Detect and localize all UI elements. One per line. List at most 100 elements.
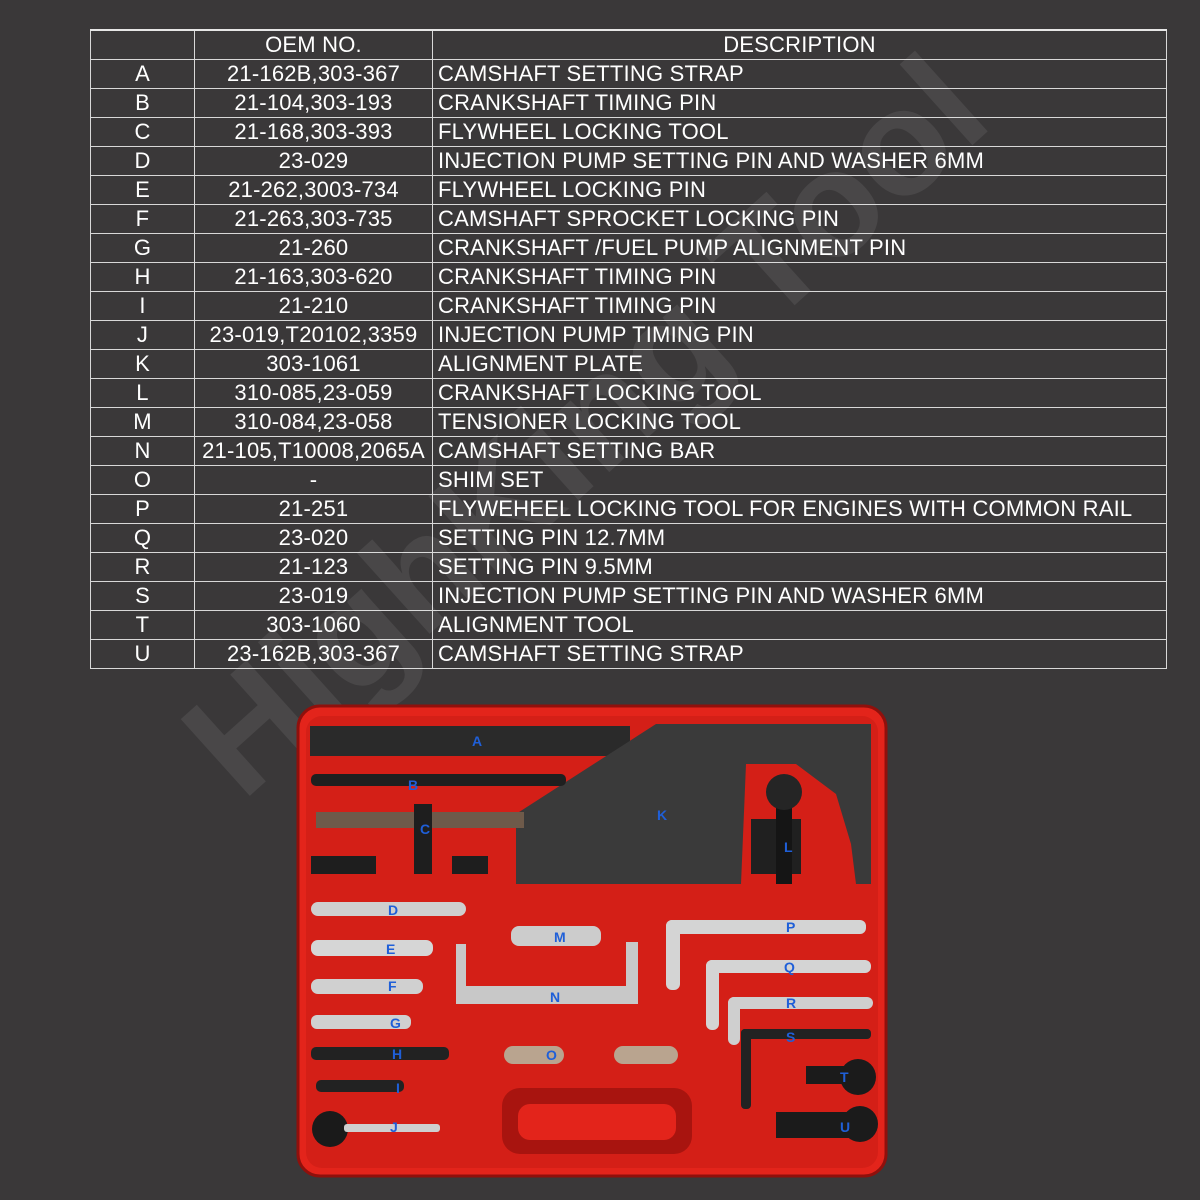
photo-label-u: U [840, 1119, 850, 1135]
cell-letter: M [90, 407, 195, 437]
cell-letter: E [90, 175, 195, 205]
photo-label-i: I [396, 1080, 400, 1096]
tool-a-shape [310, 726, 630, 756]
cell-description: SETTING PIN 12.7MM [432, 523, 1167, 553]
cell-description: CAMSHAFT SPROCKET LOCKING PIN [432, 204, 1167, 234]
cell-letter: C [90, 117, 195, 147]
cell-letter: T [90, 610, 195, 640]
cell-description: SETTING PIN 9.5MM [432, 552, 1167, 582]
cell-oem-no: 23-019 [194, 581, 433, 611]
cell-letter: G [90, 233, 195, 263]
cell-letter: P [90, 494, 195, 524]
cell-oem-no: 21-262,3003-734 [194, 175, 433, 205]
photo-label-s: S [786, 1029, 795, 1045]
cell-description: CRANKSHAFT TIMING PIN [432, 262, 1167, 292]
cell-oem-no: 310-085,23-059 [194, 378, 433, 408]
cell-oem-no: 303-1061 [194, 349, 433, 379]
photo-label-c: C [420, 821, 430, 837]
photo-label-t: T [840, 1069, 849, 1085]
cell-oem-no: 21-260 [194, 233, 433, 263]
cell-description: INJECTION PUMP SETTING PIN AND WASHER 6M… [432, 146, 1167, 176]
cell-letter: I [90, 291, 195, 321]
cell-letter: L [90, 378, 195, 408]
photo-label-k: K [657, 807, 667, 823]
cell-oem-no: 21-104,303-193 [194, 88, 433, 118]
cell-letter: N [90, 436, 195, 466]
cell-oem-no: 21-162B,303-367 [194, 59, 433, 89]
cell-letter: F [90, 204, 195, 234]
cell-description: CRANKSHAFT TIMING PIN [432, 88, 1167, 118]
table-header-row: OEM NO. DESCRIPTION [90, 29, 1167, 60]
cell-oem-no: 21-105,T10008,2065A [194, 436, 433, 466]
cell-letter: S [90, 581, 195, 611]
cell-description: FLYWHEEL LOCKING TOOL [432, 117, 1167, 147]
photo-label-j: J [390, 1119, 398, 1135]
photo-label-r: R [786, 995, 796, 1011]
cell-oem-no: 21-123 [194, 552, 433, 582]
cell-letter: A [90, 59, 195, 89]
cell-letter: Q [90, 523, 195, 553]
cell-oem-no: 303-1060 [194, 610, 433, 640]
tool-k-shape [516, 724, 871, 884]
cell-oem-no: 21-168,303-393 [194, 117, 433, 147]
cell-description: INJECTION PUMP TIMING PIN [432, 320, 1167, 350]
header-description: DESCRIPTION [432, 29, 1167, 60]
photo-label-g: G [390, 1015, 401, 1031]
photo-label-q: Q [784, 959, 795, 975]
cell-oem-no: 23-019,T20102,3359 [194, 320, 433, 350]
cell-description: CAMSHAFT SETTING BAR [432, 436, 1167, 466]
photo-label-e: E [386, 941, 395, 957]
cell-oem-no: - [194, 465, 433, 495]
cell-letter: U [90, 639, 195, 669]
cell-description: CRANKSHAFT /FUEL PUMP ALIGNMENT PIN [432, 233, 1167, 263]
table-row: O-SHIM SET [90, 465, 1167, 495]
cell-description: CRANKSHAFT LOCKING TOOL [432, 378, 1167, 408]
cell-oem-no: 310-084,23-058 [194, 407, 433, 437]
cell-letter: K [90, 349, 195, 379]
cell-description: TENSIONER LOCKING TOOL [432, 407, 1167, 437]
photo-label-p: P [786, 919, 795, 935]
cell-letter: O [90, 465, 195, 495]
cell-description: ALIGNMENT PLATE [432, 349, 1167, 379]
cell-oem-no: 23-029 [194, 146, 433, 176]
cell-description: CRANKSHAFT TIMING PIN [432, 291, 1167, 321]
photo-label-m: M [554, 929, 566, 945]
photo-label-a: A [472, 733, 482, 749]
cell-description: ALIGNMENT TOOL [432, 610, 1167, 640]
cell-oem-no: 21-263,303-735 [194, 204, 433, 234]
cell-letter: H [90, 262, 195, 292]
cell-oem-no: 23-162B,303-367 [194, 639, 433, 669]
photo-label-h: H [392, 1046, 402, 1062]
cell-letter: J [90, 320, 195, 350]
photo-label-b: B [408, 777, 418, 793]
header-oem-no: OEM NO. [194, 29, 433, 60]
photo-label-o: O [546, 1047, 557, 1063]
cell-oem-no: 21-210 [194, 291, 433, 321]
cell-letter: R [90, 552, 195, 582]
cell-oem-no: 21-251 [194, 494, 433, 524]
photo-label-n: N [550, 989, 560, 1005]
photo-label-l: L [784, 839, 793, 855]
cell-oem-no: 23-020 [194, 523, 433, 553]
